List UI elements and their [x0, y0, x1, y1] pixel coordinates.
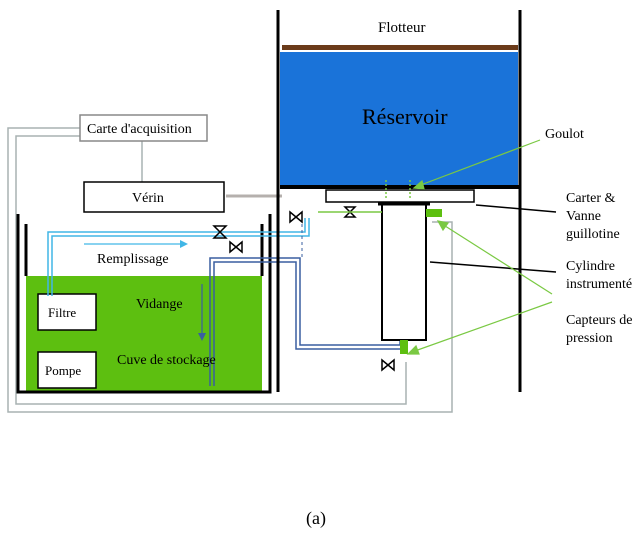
verin-label: Vérin	[132, 191, 164, 206]
pump-box	[37, 351, 97, 389]
pump-label: Pompe	[45, 363, 81, 378]
remplissage-arrow	[84, 240, 188, 248]
verin-box	[83, 181, 225, 213]
leader-lines-black	[429, 204, 557, 273]
vidange-label: Vidange	[136, 297, 183, 312]
vidange-arrow	[198, 284, 206, 341]
reservoir-bottom	[280, 185, 520, 189]
reservoir-label: Réservoir	[362, 104, 448, 129]
acquisition-card-box	[79, 114, 208, 142]
goulot-label: Goulot	[545, 127, 584, 142]
storage-tank	[16, 214, 272, 394]
cylinder-label-2: instrumenté	[566, 277, 632, 292]
storage-tank-label: Cuve de stockage	[117, 353, 216, 368]
pressure-sensor-lower	[400, 340, 408, 354]
float	[282, 45, 518, 50]
pressure-sensor-upper	[426, 209, 442, 217]
flotteur-label: Flotteur	[378, 20, 426, 36]
valve-icons	[212, 206, 395, 372]
cylinder-label-1: Cylindre	[566, 259, 615, 274]
acquisition-cables	[7, 127, 453, 413]
carter-label-1: Carter &	[566, 191, 615, 206]
carter-housing	[325, 189, 475, 203]
carter-label-3: guillotine	[566, 227, 620, 242]
tower-frame	[276, 10, 522, 392]
filter-box	[37, 293, 97, 331]
filter-label: Filtre	[48, 305, 76, 320]
acquisition-card-label: Carte d'acquisition	[87, 122, 192, 137]
remplissage-label: Remplissage	[97, 252, 169, 267]
figure-caption: (a)	[306, 508, 326, 529]
instrumented-cylinder	[381, 203, 427, 341]
pressure-sensors-label-1: Capteurs de	[566, 313, 632, 328]
filling-pipe	[47, 218, 310, 296]
carter-label-2: Vanne	[566, 209, 601, 224]
pressure-sensors-label-2: pression	[566, 331, 613, 346]
leader-lines-green	[406, 139, 553, 355]
